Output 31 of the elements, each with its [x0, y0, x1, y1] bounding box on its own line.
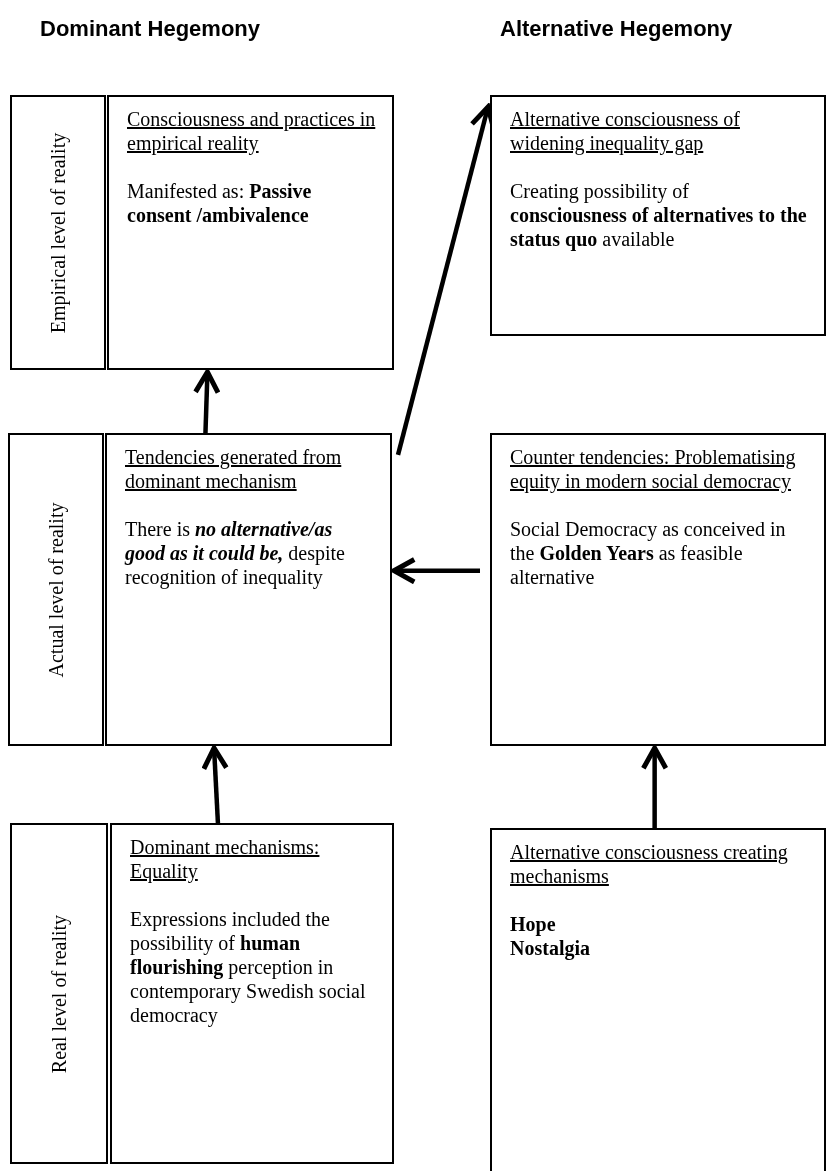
box-body-text: Social Democracy as conceived in the Golden Years as feasible alternative [510, 517, 787, 589]
concept-box [490, 433, 826, 746]
arrow [201, 745, 229, 824]
box-body-text: Hope [510, 912, 557, 936]
box-body-text: Creating possibility of consciousness of alternatives to the status quo available [510, 179, 808, 251]
concept-box [490, 95, 826, 336]
level-label: Real level of reality [47, 913, 71, 1075]
level-label: Actual level of reality [44, 501, 68, 679]
box-body-text: Manifested as: Passive consent /ambivalence [127, 179, 313, 227]
box-heading: Dominant mechanisms: Equality [130, 835, 321, 883]
concept-box [107, 95, 394, 370]
box-heading: Alternative consciousness of widening inequality gap [510, 107, 741, 155]
level-label-box [8, 433, 104, 746]
concept-box [490, 828, 826, 1171]
column-heading: Alternative Hegemony [500, 16, 733, 42]
box-body-text: Expressions included the possibility of human flourishing perception in contemporary Swedish social democracy [130, 907, 367, 1027]
column-heading: Dominant Hegemony [40, 16, 261, 42]
box-heading: Counter tendencies: Problematising equity in modern social democracy [510, 445, 797, 493]
arrow [391, 557, 480, 585]
box-heading: Alternative consciousness creating mechanisms [510, 840, 789, 888]
level-label-box [10, 95, 106, 370]
concept-box [110, 823, 394, 1164]
arrow [193, 369, 221, 434]
level-label-box [10, 823, 108, 1164]
concept-box [105, 433, 392, 746]
box-heading: Consciousness and practices in empirical reality [127, 107, 377, 155]
level-label: Empirical level of reality [46, 131, 70, 335]
box-heading: Tendencies generated from dominant mechanism [125, 445, 343, 493]
box-body-text: Nostalgia [510, 936, 591, 960]
arrow [640, 745, 669, 828]
box-body-text: There is no alternative/as good as it could be, despite recognition of inequality [125, 517, 346, 589]
